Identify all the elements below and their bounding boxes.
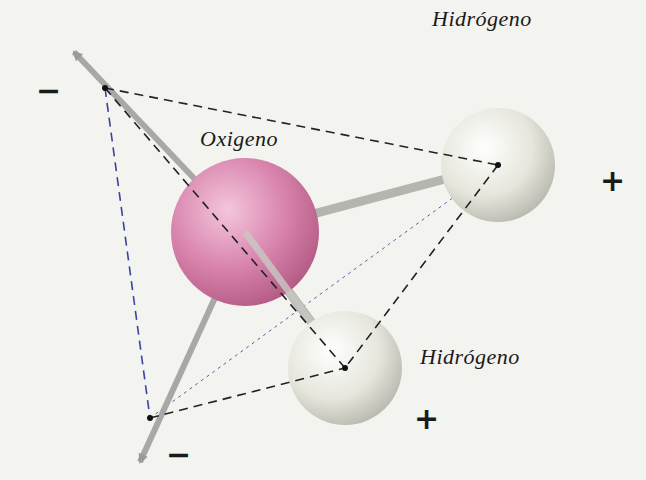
hydrogen-atom	[441, 108, 555, 222]
atom-label: Hidrógeno	[432, 6, 532, 32]
charge-sign: −	[36, 76, 61, 106]
vertex-dots	[102, 85, 501, 421]
charge-sign: +	[600, 166, 625, 196]
charge-sign: −	[166, 440, 191, 470]
charge-sign: +	[414, 404, 439, 434]
atom-label: Hidrógeno	[420, 344, 520, 370]
atom-label: Oxigeno	[200, 126, 278, 152]
tetrahedron-edge	[105, 88, 150, 418]
hydrogen-atom	[288, 311, 402, 425]
